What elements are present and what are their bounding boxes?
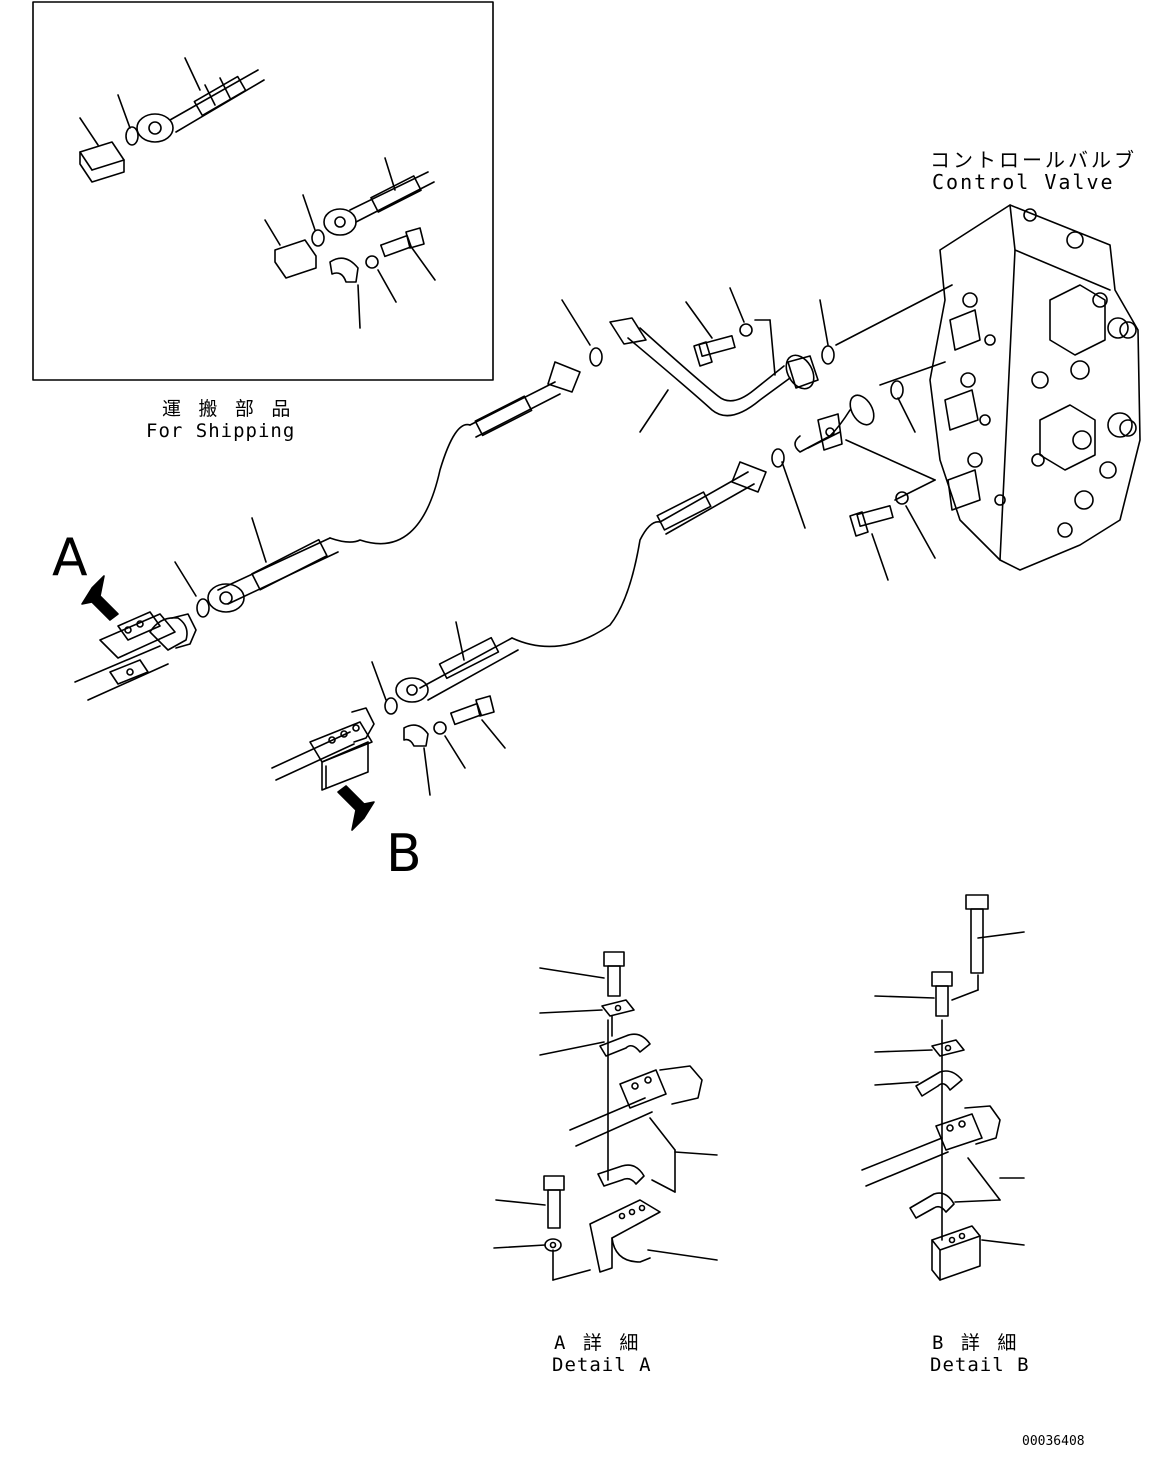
detail-b-label-jp: B 詳 細: [932, 1332, 1020, 1354]
control-valve-label-jp: コントロールバルブ: [930, 148, 1137, 172]
inset-cover-plate-2: [274, 239, 317, 279]
detail-a-lower-clamp: [597, 1164, 645, 1187]
control-valve-label-en: Control Valve: [932, 170, 1115, 194]
bolt-bent-pipe: [693, 335, 736, 367]
elbow-pipe: [794, 394, 875, 453]
bolt-b: [449, 695, 495, 726]
control-valve-body: [929, 204, 1141, 571]
inset-bolt: [379, 227, 425, 258]
detail-a-bracket: [589, 1199, 661, 1273]
arrow-a: [81, 575, 119, 621]
view-a-letter: A: [52, 528, 88, 588]
inset-cover-plate-1: [79, 141, 125, 183]
o-ring-lower-hose-b: [384, 697, 398, 715]
o-ring-lower-hose-valve: [771, 448, 785, 468]
arrow-b: [337, 785, 375, 831]
detail-b-label-en: Detail B: [930, 1354, 1030, 1376]
washer-bent-pipe: [739, 323, 753, 337]
detail-b-lower-clamp: [909, 1192, 955, 1219]
drawing-number: 00036408: [1022, 1434, 1085, 1449]
detail-a-label-jp: A 詳 細: [554, 1332, 642, 1354]
inset-split-flange: [329, 257, 359, 283]
o-ring-upper-hose-a: [196, 598, 210, 618]
o-ring-bent-pipe: [821, 345, 835, 365]
o-ring-elbow: [890, 380, 904, 400]
detail-a: [493, 951, 718, 1281]
washer-b: [433, 721, 447, 735]
view-b-letter: B: [386, 824, 422, 884]
clamp-a-assembly: [74, 611, 197, 701]
washer-elbow: [895, 491, 909, 505]
bolt-elbow: [849, 505, 894, 537]
inset-o-ring-2: [311, 229, 325, 247]
detail-b-plate: [931, 1039, 965, 1057]
bent-pipe: [609, 317, 819, 417]
detail-b-long-bolt: [965, 894, 989, 974]
detail-b-upper-clamp: [915, 1070, 963, 1097]
shipping-inset-frame: [32, 1, 494, 381]
inset-upper-pipe: [136, 69, 265, 143]
clamp-b-assembly: [271, 707, 375, 791]
detail-b-block: [931, 1225, 981, 1281]
detail-b-short-bolt: [931, 971, 953, 1017]
detail-a-bolt-bottom: [543, 1175, 565, 1229]
o-ring-upper-hose-valve: [589, 347, 603, 367]
inset-o-ring-1: [125, 126, 139, 146]
upper-hose: [207, 361, 581, 613]
detail-a-plate: [601, 999, 635, 1017]
shipping-label-en: For Shipping: [146, 420, 296, 442]
lower-hose: [395, 461, 767, 703]
detail-a-hose-section: [569, 1065, 703, 1147]
shipping-label-jp: 運 搬 部 品: [162, 398, 294, 420]
detail-a-bolt-top: [603, 951, 625, 997]
split-flange-b: [403, 724, 429, 747]
detail-a-upper-clamp: [599, 1033, 651, 1057]
inset-washer: [365, 255, 379, 269]
detail-b: [861, 894, 1025, 1281]
detail-a-label-en: Detail A: [552, 1354, 652, 1376]
inset-lower-pipe: [323, 171, 435, 236]
